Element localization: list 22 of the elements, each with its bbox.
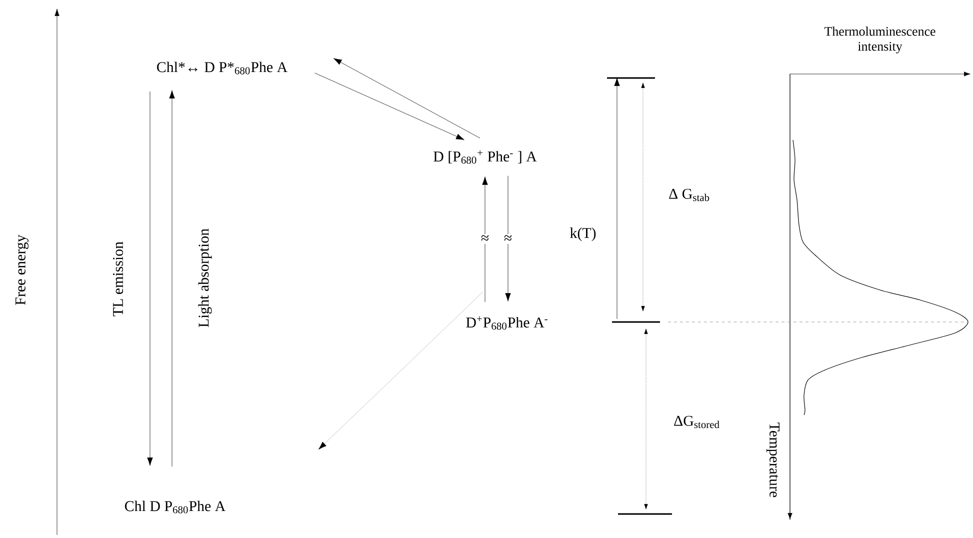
arrow xyxy=(614,78,620,320)
arrow xyxy=(314,72,464,140)
edge-label: ≈ xyxy=(480,234,490,244)
arrow xyxy=(147,91,153,466)
energy-label: Δ G$_{stab}$ xyxy=(669,188,710,202)
axis-label: Free energy xyxy=(16,234,28,305)
edge-label: k(T) xyxy=(568,226,598,242)
edge-label: TL emission xyxy=(112,240,124,318)
state-label: Chl*↔ D P*$_{680}$Phe A xyxy=(157,62,288,74)
energy-label: ΔG$_{stored}$ xyxy=(674,416,720,428)
axis-label: Temperature xyxy=(766,422,780,498)
state-label: Chl D P$_{680}$Phe A xyxy=(124,500,226,514)
state-label: D$^{+}$P$_{680}$Phe A$^{-}$ xyxy=(466,316,548,330)
arrow xyxy=(505,176,511,302)
arrow xyxy=(482,176,488,302)
axis-label: Thermoluminescence intensity xyxy=(824,26,936,54)
arrow xyxy=(318,292,484,450)
arrow xyxy=(333,58,480,138)
state-label: D [P$_{680}$$^{+}$ Phe$^{-}$ ] A xyxy=(434,150,537,164)
edge-label: Light absorption xyxy=(197,227,213,329)
arrow xyxy=(169,90,175,467)
edge-label: ≈ xyxy=(502,234,514,244)
